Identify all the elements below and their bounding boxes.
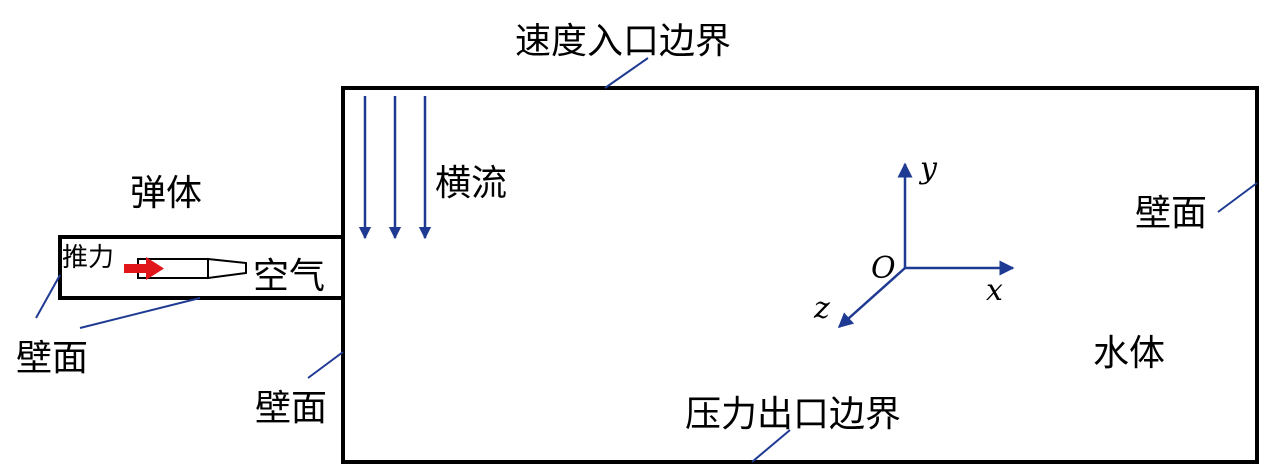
- axis-z-arrow: [837, 267, 906, 328]
- leader-wall-right: [1217, 182, 1258, 213]
- label-wall-tube: 壁面: [16, 338, 88, 379]
- label-thrust: 推力: [62, 243, 114, 273]
- leader-wall-tube-left: [35, 274, 61, 319]
- label-wall-step: 壁面: [255, 388, 327, 429]
- label-air: 空气: [253, 256, 325, 297]
- thrust-arrow-icon: [124, 257, 164, 280]
- label-water: 水体: [1093, 333, 1165, 374]
- leader-wall-tube-bottom: [79, 297, 201, 329]
- label-pressure-outlet: 压力出口边界: [685, 394, 901, 435]
- label-velocity-inlet: 速度入口边界: [515, 21, 731, 62]
- axis-y-label: y: [918, 151, 938, 186]
- leader-wall-step: [307, 351, 344, 379]
- label-projectile: 弹体: [130, 173, 202, 214]
- leader-pressure-outlet: [751, 429, 791, 463]
- axis-z-label: z: [813, 291, 830, 326]
- label-wall-right: 壁面: [1135, 193, 1207, 234]
- label-crossflow: 横流: [435, 163, 507, 204]
- axis-origin-label: O: [871, 251, 896, 286]
- leader-velocity-inlet: [604, 57, 649, 89]
- launch-tube-boundary: [58, 235, 345, 300]
- axis-x-label: x: [986, 273, 1003, 308]
